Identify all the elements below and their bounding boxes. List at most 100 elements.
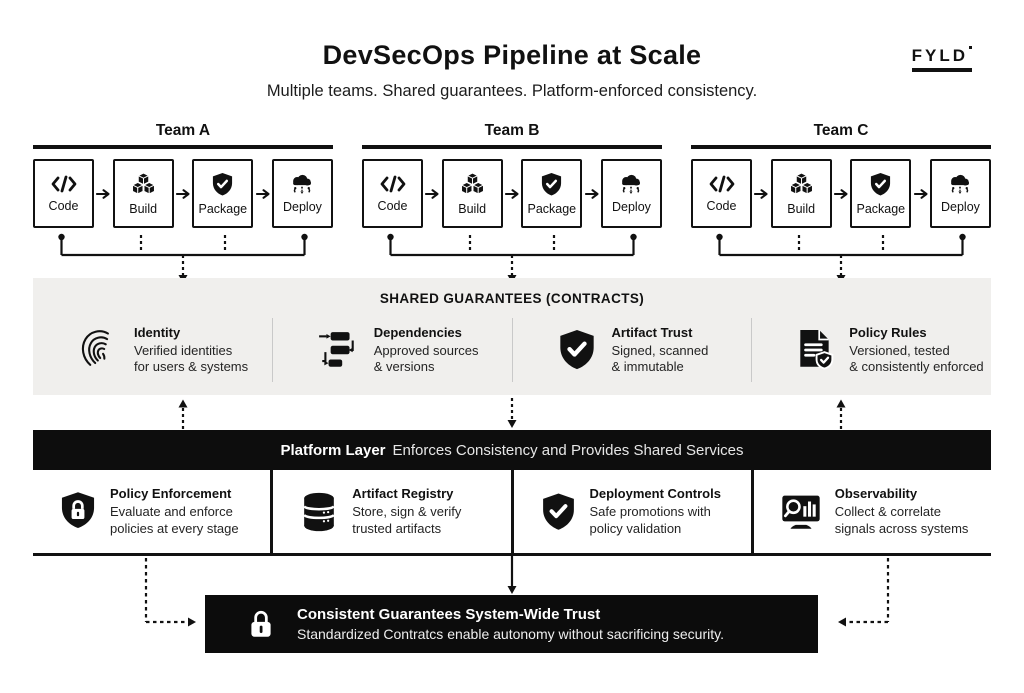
team-name: Team B (484, 122, 540, 139)
shield-check-icon (557, 328, 597, 372)
platform-layer-band: Platform Layer Enforces Consistency and … (33, 430, 991, 470)
cloud-deploy-icon (288, 173, 316, 195)
guarantee-identity: Identity Verified identities for users &… (33, 318, 272, 382)
service-desc: Safe promotions with policy validation (589, 504, 711, 536)
page-subtitle: Multiple teams. Shared guarantees. Platf… (266, 82, 758, 100)
stage-build: Build (770, 159, 832, 228)
stage-label: Code (48, 199, 79, 213)
stage-deploy: Deploy (929, 159, 991, 228)
stage-package: Package (192, 159, 254, 228)
service-title: Artifact Registry (352, 486, 454, 502)
lock-icon (247, 608, 275, 640)
monitor-search-icon (780, 493, 822, 531)
arrow-right-icon (585, 188, 599, 200)
guarantee-title: Identity (134, 324, 181, 340)
stage-code: Code (362, 159, 423, 228)
guarantee-desc: Approved sources & versions (373, 342, 479, 374)
stage-label: Package (856, 201, 906, 216)
service-title: Observability (834, 486, 918, 502)
shield-check-icon (869, 172, 892, 197)
stage-code: Code (691, 159, 752, 228)
team-b-pipeline: Team B Code Build Package Deploy (362, 122, 662, 289)
summary-title: Consistent Guarantees System-Wide Trust (297, 606, 601, 623)
cloud-deploy-icon (617, 173, 645, 195)
team-name: Team A (155, 122, 211, 139)
arrow-right-icon (176, 188, 190, 200)
stage-label: Build (787, 201, 816, 216)
fingerprint-icon (77, 327, 119, 373)
solid-arrow-down (507, 556, 517, 594)
shield-check-icon (540, 172, 563, 197)
arrow-right-icon (425, 188, 439, 200)
pipeline-stages: Code Build Package Deploy (33, 156, 333, 231)
shield-check-icon (211, 172, 234, 197)
pipeline-stages: Code Build Package Deploy (691, 156, 991, 231)
policy-document-icon (796, 329, 834, 371)
guarantee-desc: Signed, scanned & immutable (611, 342, 709, 374)
service-desc: Evaluate and enforce policies at every s… (110, 504, 239, 536)
stage-label: Build (458, 201, 487, 216)
team-a-pipeline: Team A Code Build Package Deploy (33, 122, 333, 289)
guarantee-title: Policy Rules (849, 324, 927, 340)
team-connector-lines (716, 233, 966, 283)
code-icon (51, 174, 77, 194)
platform-layer-description: Enforces Consistency and Provides Shared… (392, 441, 744, 459)
stage-deploy: Deploy (600, 159, 662, 228)
build-cubes-icon (131, 172, 156, 197)
summary-banner: Consistent Guarantees System-Wide Trust … (205, 595, 818, 653)
service-title: Deployment Controls (589, 486, 721, 502)
platform-services-row: Policy Enforcement Evaluate and enforce … (33, 470, 991, 556)
guarantee-title: Dependencies (373, 324, 462, 340)
page-title: DevSecOps Pipeline at Scale (322, 40, 702, 70)
team-underline (691, 145, 991, 149)
dependencies-flow-icon (317, 331, 359, 369)
guarantee-dependencies: Dependencies Approved sources & versions (271, 318, 512, 382)
code-icon (709, 174, 735, 194)
brand-logo-underline (911, 68, 972, 72)
cloud-deploy-icon (946, 173, 974, 195)
shared-guarantees-title: SHARED GUARANTEES (CONTRACTS) (379, 291, 645, 306)
service-policy-enforcement: Policy Enforcement Evaluate and enforce … (33, 470, 270, 553)
stage-package: Package (521, 159, 583, 228)
service-title: Policy Enforcement (110, 486, 232, 502)
service-observability: Observability Collect & correlate signal… (750, 470, 991, 553)
stage-build: Build (441, 159, 503, 228)
database-icon (299, 491, 339, 533)
guarantee-items: Identity Verified identities for users &… (33, 318, 991, 382)
stage-code: Code (33, 159, 94, 228)
shield-lock-icon (59, 491, 97, 533)
pipeline-stages: Code Build Package Deploy (362, 156, 662, 231)
team-c-pipeline: Team C Code Build Package Deploy (691, 122, 991, 289)
arrow-right-icon (914, 188, 928, 200)
arrow-right-icon (96, 188, 110, 200)
trademark-mark (969, 46, 972, 49)
dashed-elbow-arrow-left (144, 558, 196, 627)
code-icon (380, 174, 406, 194)
arrow-right-icon (754, 188, 768, 200)
stage-label: Code (377, 199, 408, 213)
dashed-arrow-up (178, 399, 188, 429)
platform-layer-label: Platform Layer (280, 441, 386, 459)
arrow-right-icon (505, 188, 519, 200)
service-desc: Collect & correlate signals across syste… (834, 504, 969, 536)
shared-guarantees-band: SHARED GUARANTEES (CONTRACTS) Identity V… (33, 278, 991, 395)
build-cubes-icon (789, 172, 814, 197)
service-artifact-registry: Artifact Registry Store, sign & verify t… (270, 470, 510, 553)
service-deployment-controls: Deployment Controls Safe promotions with… (510, 470, 751, 553)
build-cubes-icon (460, 172, 485, 197)
team-connector-lines (387, 233, 637, 283)
arrow-right-icon (834, 188, 848, 200)
dashed-arrow-down (507, 398, 517, 428)
guarantee-policy-rules: Policy Rules Versioned, tested & consist… (751, 318, 991, 382)
dashed-arrow-up (836, 399, 846, 429)
stage-package: Package (850, 159, 912, 228)
dashed-elbow-arrow-right (838, 558, 890, 627)
guarantee-artifact-trust: Artifact Trust Signed, scanned & immutab… (511, 318, 752, 382)
stage-label: Deploy (283, 200, 322, 214)
service-desc: Store, sign & verify trusted artifacts (352, 504, 462, 536)
brand-logo: FYLD (911, 46, 972, 72)
stage-label: Package (527, 201, 577, 216)
brand-logo-text: FYLD (911, 46, 968, 65)
guarantee-desc: Versioned, tested & consistently enforce… (849, 342, 984, 374)
